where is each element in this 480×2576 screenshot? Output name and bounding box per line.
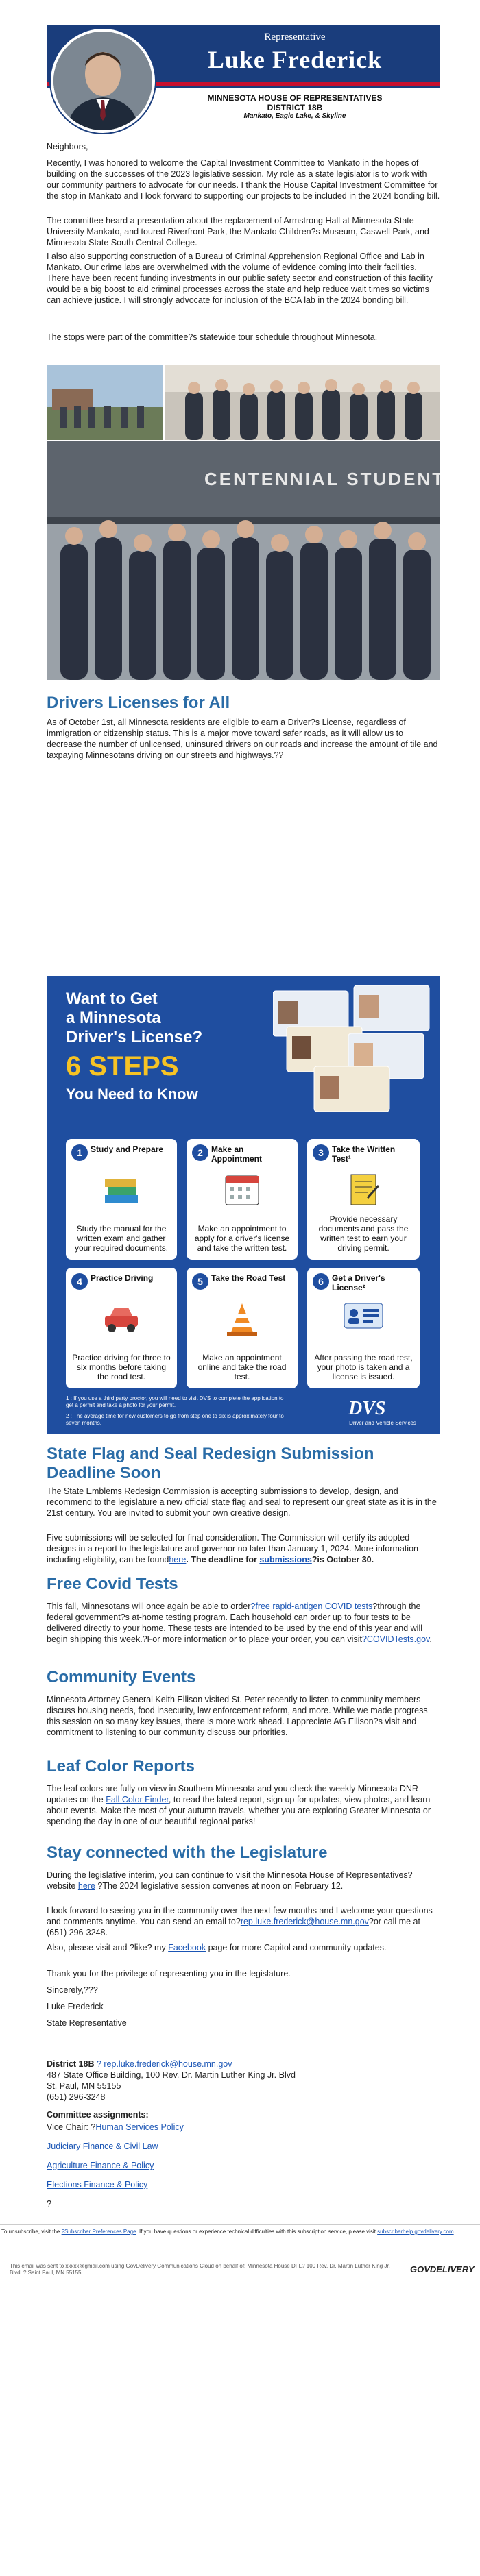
license-card-icon (344, 1303, 383, 1329)
committee-link-judiciary[interactable]: Judiciary Finance & Civil Law (47, 2142, 158, 2151)
committee-photo-2 (165, 365, 440, 440)
govdelivery-logo: GOVDELIVERY (410, 2264, 475, 2274)
stay-paragraph-3: Also, please visit and ?like? my Faceboo… (47, 1943, 387, 1952)
contact-district: District 18B ? rep.luke.frederick@house.… (47, 2059, 232, 2069)
stay-heading: Stay connected with the Legislature (47, 1843, 328, 1862)
contact-phone: (651) 296-3248 (47, 2092, 106, 2102)
sent-notice: This email was sent to xxxxx@gmail.com u… (10, 2263, 390, 2276)
leaf-paragraph: The leaf colors are fully on view in Sou… (47, 1784, 431, 1826)
community-heading: Community Events (47, 1668, 196, 1686)
step-card-4: 4 Practice Driving Practice driving for … (66, 1268, 177, 1388)
footer-divider (0, 2224, 480, 2225)
books-icon (105, 1179, 138, 1203)
flag-submissions-link[interactable]: submissions (259, 1555, 312, 1565)
house-label: MINNESOTA HOUSE OF REPRESENTATIVES DISTR… (207, 93, 383, 112)
step-card-6: 6 Get a Driver's License² After passing … (307, 1268, 420, 1388)
infographic-footnotes: 1 : If you use a third party proctor, yo… (66, 1395, 284, 1426)
email-link[interactable]: rep.luke.frederick@house.mn.gov (240, 1917, 369, 1926)
infographic-steps-count: 6 STEPS (66, 1051, 179, 1081)
flag-paragraph-2: Five submissions will be selected for fi… (47, 1533, 418, 1565)
covid-tests-link[interactable]: ?free rapid-antigen COVID tests (250, 1602, 373, 1611)
infographic-steps-sub: You Need to Know (66, 1085, 198, 1103)
drivers-license-infographic: Want to Get a Minnesota Driver's License… (47, 976, 440, 1434)
intro-paragraph-2: The committee heard a presentation about… (47, 216, 429, 247)
facebook-link[interactable]: Facebook (168, 1943, 206, 1952)
intro-paragraph-4: The stops were part of the committee?s s… (47, 332, 378, 342)
stay-paragraph-4: Thank you for the privilege of represent… (47, 1969, 291, 1978)
infographic-question: Want to Get a Minnesota Driver's License… (66, 990, 203, 1046)
sample-licenses-image (273, 985, 430, 1112)
dvs-logo-text: Driver and Vehicle Services (349, 1420, 416, 1426)
fall-color-finder-link[interactable]: Fall Color Finder (106, 1795, 169, 1804)
committee-link-agriculture[interactable]: Agriculture Finance & Policy (47, 2161, 154, 2170)
traffic-cone-icon (227, 1303, 257, 1336)
contact-email-link[interactable]: ? rep.luke.frederick@house.mn.gov (96, 2059, 232, 2069)
covid-paragraph: This fall, Minnesotans will once again b… (47, 1602, 432, 1644)
flag-paragraph-1: The State Emblems Redesign Commission is… (47, 1486, 437, 1518)
committee-link-elections[interactable]: Elections Finance & Policy (47, 2180, 148, 2189)
flag-info-link[interactable]: here (169, 1555, 187, 1565)
calendar-icon (225, 1175, 259, 1205)
signoff: Sincerely,??? (47, 1985, 98, 1995)
stay-paragraph-2: I look forward to seeing you in the comm… (47, 1906, 433, 1937)
committee-link-human-services[interactable]: Human Services Policy (95, 2122, 184, 2132)
covidtests-gov-link[interactable]: ?COVIDTests.gov (361, 1634, 430, 1644)
signature-name: Luke Frederick (47, 2002, 104, 2011)
representative-portrait (51, 29, 155, 133)
greeting: Neighbors, (47, 142, 88, 151)
subscriber-preferences-link[interactable]: ?Subscriber Preferences Page (61, 2229, 136, 2235)
stay-paragraph-1: During the legislative interim, you can … (47, 1870, 413, 1891)
district-cities: Mankato, Eagle Lake, & Skyline (243, 112, 346, 120)
header-title-small: Representative (264, 32, 326, 42)
covid-heading: Free Covid Tests (47, 1575, 178, 1593)
community-paragraph: Minnesota Attorney General Keith Ellison… (47, 1695, 428, 1737)
step-card-5: 5 Take the Road Test Make an appointment… (187, 1268, 298, 1388)
committees-label: Committee assignments: (47, 2110, 149, 2120)
representative-name: Luke Frederick (207, 46, 383, 73)
intro-paragraph-3: I also also supporting construction of a… (47, 252, 433, 305)
unsubscribe-text: To unsubscribe, visit the ?Subscriber Pr… (1, 2229, 455, 2235)
contact-address-2: St. Paul, MN 55155 (47, 2081, 121, 2091)
dvs-logo: DVS (348, 1398, 386, 1419)
subscriberhelp-link[interactable]: subscriberhelp.govdelivery.com (377, 2229, 454, 2235)
house-website-link[interactable]: here (77, 1881, 95, 1891)
flag-heading: State Flag and Seal Redesign Submission … (47, 1445, 374, 1482)
drivers-body: As of October 1st, all Minnesota residen… (47, 717, 438, 760)
intro-paragraph-1: Recently, I was honored to welcome the C… (47, 158, 440, 201)
step-card-1: 1 Study and Prepare Study the manual for… (66, 1139, 177, 1260)
building-sign: CENTENNIAL STUDENT UN (204, 469, 440, 489)
contact-trailing: ? (47, 2199, 51, 2209)
step-card-2: 2 Make an Appointment Make an appointmen… (187, 1139, 298, 1260)
drivers-heading: Drivers Licenses for All (47, 694, 230, 712)
leaf-heading: Leaf Color Reports (47, 1757, 195, 1776)
committee-group-photo: CENTENNIAL STUDENT UN (47, 441, 440, 680)
test-paper-icon (350, 1174, 380, 1205)
car-icon (105, 1308, 138, 1332)
vice-chair-line: Vice Chair: ?Human Services Policy (47, 2122, 184, 2132)
contact-address-1: 487 State Office Building, 100 Rev. Dr. … (47, 2070, 296, 2080)
signature-title: State Representative (47, 2018, 127, 2028)
committee-photo-1 (47, 365, 163, 440)
step-card-3: 3 Take the Written Test¹ Provide necessa… (307, 1139, 420, 1260)
header-banner: Representative Luke Frederick MINNESOTA … (47, 25, 440, 133)
